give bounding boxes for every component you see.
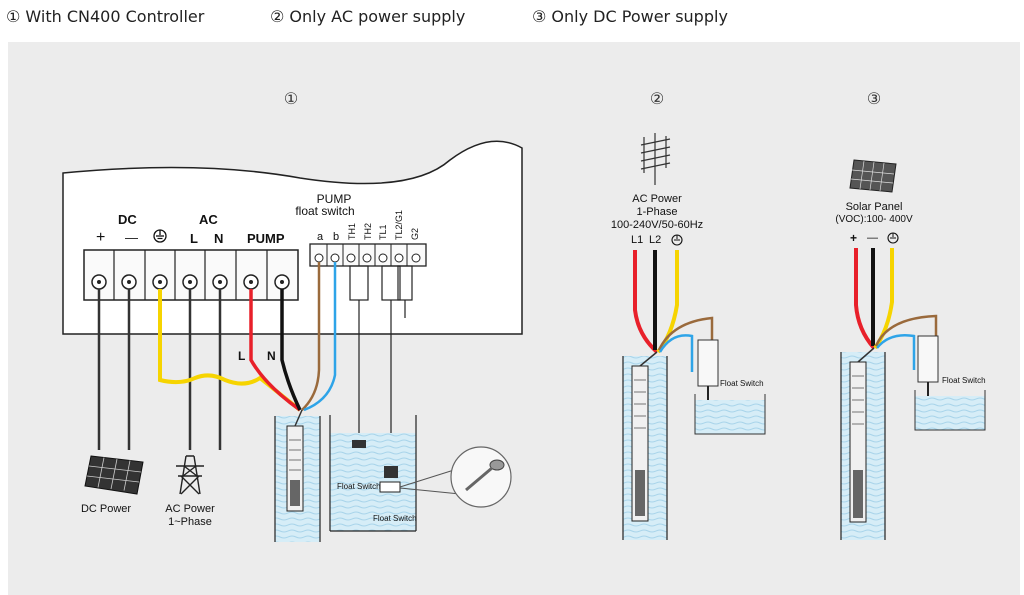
phase-label: 1-Phase <box>637 206 678 218</box>
term-g2-label: G2 <box>410 228 420 240</box>
solar-label-2: (VOC):100- 400V <box>835 214 913 225</box>
term-th2-label: TH2 <box>363 223 373 240</box>
dc-power-label: DC Power <box>81 503 131 515</box>
term-b-label: b <box>333 231 339 243</box>
ac-blue-wire <box>658 334 694 372</box>
power-tower-icon <box>176 455 204 495</box>
solar-panel-icon <box>84 455 144 495</box>
ac-power-label: AC Power <box>632 193 682 205</box>
legend-item-controller: ① With CN400 Controller <box>6 6 205 26</box>
dc-label: DC <box>118 212 137 227</box>
wire-l-label: L <box>238 349 245 363</box>
dc-float-switch-label: Float Switch <box>942 376 986 385</box>
dc-brown-wire <box>874 314 938 382</box>
well-1 <box>274 409 321 542</box>
diagram1-marker: ① <box>284 91 298 108</box>
term-tl2g1-label: TL2/G1 <box>394 210 404 240</box>
diagram2-marker: ② <box>650 91 664 108</box>
brown-wire <box>301 262 321 411</box>
term-th1-label: TH1 <box>347 223 357 240</box>
term-a-label: a <box>317 231 324 243</box>
float-terminal-title-1: PUMP <box>317 192 352 206</box>
ground-symbol-dc <box>887 232 899 244</box>
ground-symbol-controller <box>153 229 167 243</box>
dc-ac-down-wires <box>97 289 222 450</box>
tank-3 <box>914 390 986 431</box>
dc-minus-label: — <box>125 230 138 245</box>
ac-l-label: L <box>190 231 198 246</box>
l2-label: L2 <box>649 234 661 246</box>
well-3 <box>840 347 886 540</box>
black-wire <box>280 289 302 411</box>
dc-blue-wire <box>876 334 916 370</box>
ac-power-label-2: 1~Phase <box>168 516 212 528</box>
tank-1 <box>329 415 417 532</box>
float-terminal-title-2: float switch <box>295 204 354 218</box>
dc-plus-label: + <box>96 229 105 246</box>
dc-plus-label-3: + <box>850 231 857 245</box>
float-terminal-block <box>309 243 427 267</box>
ground-symbol-ac <box>671 234 683 246</box>
float-switch-zoom-bubble <box>399 446 512 508</box>
ac-power-label-1: AC Power <box>165 503 215 515</box>
solar-label-1: Solar Panel <box>846 201 903 213</box>
wire-n-label: N <box>267 349 276 363</box>
ac-brown-wire <box>657 316 714 385</box>
ac-n-label: N <box>214 231 223 246</box>
legend-item-dc-only: ③ Only DC Power supply <box>532 6 728 26</box>
tank-2 <box>694 394 766 435</box>
yellow-ground-wire <box>158 289 302 412</box>
blue-wire <box>303 262 337 412</box>
legend-item-ac-only: ② Only AC power supply <box>270 6 466 26</box>
red-wire <box>249 289 302 412</box>
pump-label: PUMP <box>247 231 285 246</box>
voltage-label: 100-240V/50-60Hz <box>611 219 703 231</box>
l1-label: L1 <box>631 234 643 246</box>
float-switch-label-1: Float Switch <box>337 482 381 491</box>
well-2 <box>622 351 668 540</box>
float-switch-label-2: Float Switch <box>373 514 417 523</box>
ac-float-switch-label: Float Switch <box>720 379 764 388</box>
solar-panel-icon-small <box>849 159 897 193</box>
dc-red-wire <box>854 248 876 350</box>
term-tl1-label: TL1 <box>378 224 388 240</box>
dc-minus-label-3: — <box>867 232 878 244</box>
diagram3-marker: ③ <box>867 91 881 108</box>
ac-label: AC <box>199 212 218 227</box>
utility-pole-icon <box>640 133 671 185</box>
